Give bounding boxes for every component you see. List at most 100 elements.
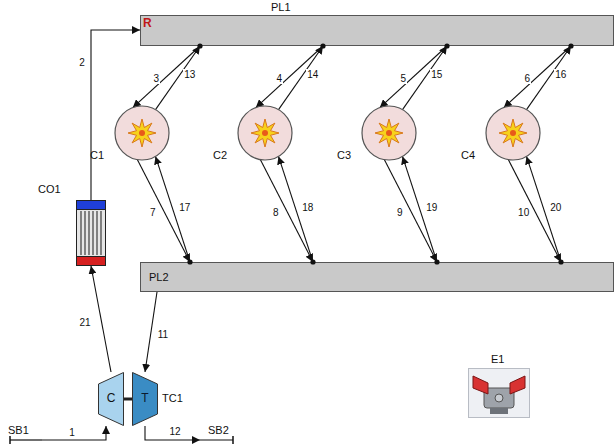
node-label: C1 — [90, 149, 104, 162]
combustion-star — [251, 119, 279, 147]
turbo-shaft — [124, 398, 132, 401]
node-label: PL1 — [271, 1, 291, 14]
connector-number: 17 — [178, 202, 191, 213]
cooler-hot-band — [77, 257, 106, 266]
node-label: C2 — [213, 149, 227, 162]
connector-number: 6 — [524, 73, 532, 84]
connector-number: 8 — [272, 207, 280, 218]
connector-number: 10 — [517, 207, 530, 218]
cylinder-outline — [115, 106, 169, 160]
connector-number: 16 — [554, 69, 567, 80]
boundary-line — [200, 439, 233, 440]
connector-number: 7 — [149, 207, 157, 218]
compressor-shape: C — [98, 372, 124, 426]
cooler-fin — [96, 211, 97, 255]
cooler-fin — [100, 211, 101, 255]
cylinder-circle: C2 — [237, 105, 293, 161]
flow-connector — [133, 46, 200, 108]
flow-connector — [42, 426, 106, 440]
combustion-core — [510, 130, 516, 136]
engine-icon: E1 — [468, 368, 530, 418]
combustion-core — [386, 130, 392, 136]
junction-dot — [320, 43, 325, 48]
boundary-tick — [232, 436, 234, 444]
node-label: SB2 — [208, 424, 229, 437]
junction-dot — [558, 259, 563, 264]
shape-outline — [76, 200, 106, 266]
cylinder-outline — [486, 106, 540, 160]
engine-head — [510, 376, 525, 394]
junction-dot — [568, 43, 573, 48]
connector-number: 21 — [78, 317, 91, 328]
turbocharger-group: TC1CT — [96, 370, 160, 428]
combustion-core — [139, 130, 145, 136]
reference-marker: R — [143, 17, 152, 30]
connector-number: 12 — [168, 426, 181, 437]
node-label: TC1 — [162, 392, 183, 405]
node-label: C — [98, 392, 124, 405]
combustion-core — [262, 130, 268, 136]
flow-connector — [145, 292, 157, 372]
engine-pulley — [495, 394, 503, 402]
node-label: E1 — [491, 353, 504, 366]
flow-connector — [403, 46, 448, 110]
node-label: C3 — [337, 149, 351, 162]
connector-number: 14 — [306, 69, 319, 80]
flow-connector — [156, 46, 201, 110]
shape-outline — [237, 105, 293, 161]
compressor-outline — [99, 373, 124, 426]
cylinder-outline — [238, 106, 292, 160]
combustion-star — [128, 119, 156, 147]
icon-frame — [469, 369, 530, 418]
node-label: C4 — [461, 149, 475, 162]
flow-connector — [504, 46, 571, 108]
connector-number: 3 — [153, 73, 161, 84]
flow-connector — [91, 266, 111, 372]
cylinder-outline — [362, 106, 416, 160]
junction-dot — [197, 43, 202, 48]
connector-number: 11 — [157, 329, 169, 340]
cylinder-circle: C3 — [361, 105, 417, 161]
connector-number: 1 — [68, 427, 76, 438]
cooler-fin — [80, 211, 81, 255]
cylinder-circle: C4 — [485, 105, 541, 161]
connector-number: 19 — [425, 202, 438, 213]
turbine-outline — [133, 373, 158, 426]
connector-number: 9 — [396, 207, 404, 218]
connector-number: 18 — [301, 202, 314, 213]
plenum-box: PL2 — [140, 262, 614, 292]
flow-connector — [256, 46, 323, 108]
shape-outline — [361, 105, 417, 161]
flow-connector — [380, 46, 447, 108]
connector-number: 20 — [549, 202, 562, 213]
boundary-tick — [9, 436, 11, 444]
boundary-symbol: SB1 — [8, 424, 42, 444]
shape-outline — [114, 105, 170, 161]
turbine-shape: T — [132, 372, 158, 426]
node-label: SB1 — [8, 424, 29, 437]
shape-outline — [485, 105, 541, 161]
combustion-star — [499, 119, 527, 147]
flow-connector — [279, 46, 324, 110]
cooler-box: CO1 — [76, 200, 106, 266]
cooler-fin — [84, 211, 85, 255]
combustion-star — [375, 119, 403, 147]
shape-outline — [468, 368, 530, 418]
node-label: PL2 — [149, 271, 169, 284]
junction-dot — [444, 43, 449, 48]
plenum-box: PL1 — [140, 15, 614, 46]
cooler-fin — [92, 211, 93, 255]
junction-dot — [310, 259, 315, 264]
connector-number: 4 — [276, 73, 284, 84]
junction-dot — [434, 259, 439, 264]
cooler-fin — [88, 211, 89, 255]
cooler-cold-band — [77, 201, 106, 210]
cooler-outline — [77, 201, 106, 266]
connector-number: 5 — [400, 73, 408, 84]
node-label: T — [132, 392, 158, 405]
connector-number: 15 — [430, 69, 443, 80]
boundary-line — [10, 439, 42, 440]
engine-sump — [490, 408, 508, 414]
flow-connector — [145, 426, 200, 440]
